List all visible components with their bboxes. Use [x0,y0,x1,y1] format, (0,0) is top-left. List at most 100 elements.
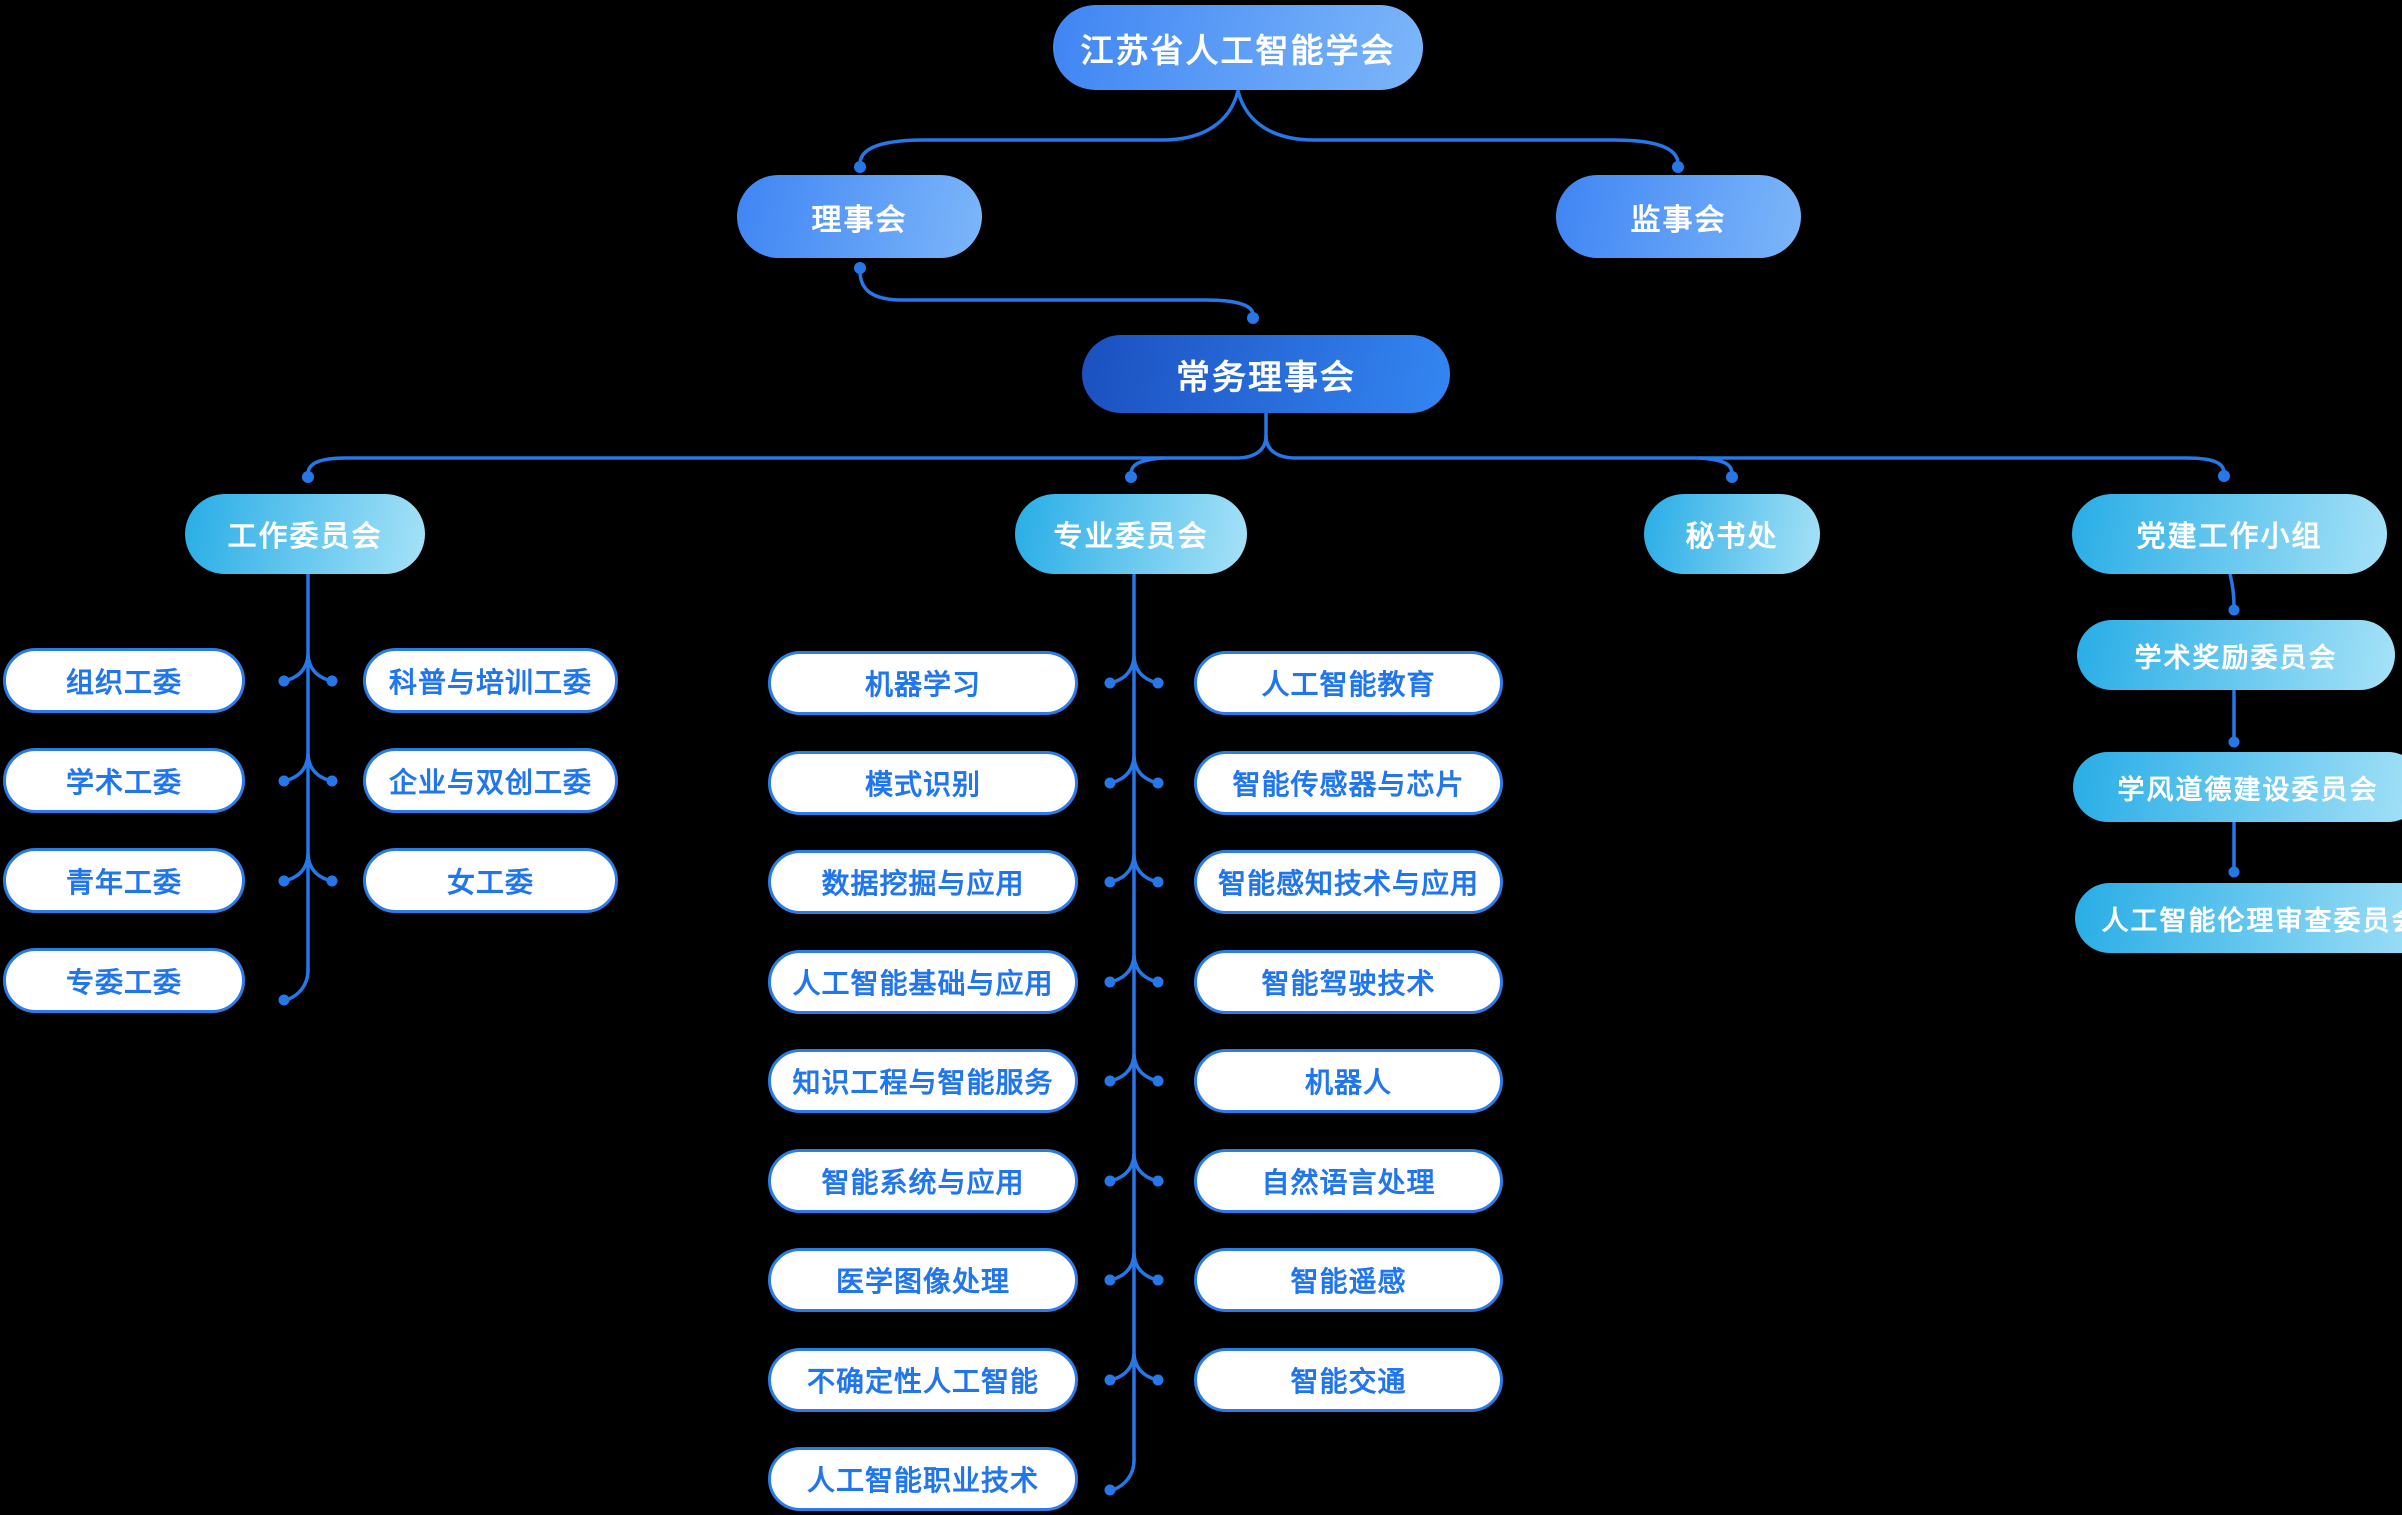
node-party-child: 学风道德建设委员会 [2073,752,2402,822]
node-secretariat: 秘书处 [1644,494,1820,574]
connector-dot [1672,161,1684,173]
node-special-child: 人工智能职业技术 [768,1447,1078,1511]
connector-line [1132,1053,1156,1082]
connector-line [1112,1352,1136,1381]
connector-dot [2228,866,2240,878]
connector-line [287,968,310,1001]
connector-dot [278,875,290,887]
connector-line [1112,854,1136,883]
connector-line [2228,572,2236,608]
connector-dot [1152,876,1164,888]
connector-dot [1104,1075,1116,1087]
connector-line [1698,456,1734,476]
connector-line [286,653,310,682]
connector-dot [326,875,338,887]
node-special-child: 人工智能基础与应用 [768,950,1078,1014]
node-special-child: 自然语言处理 [1194,1149,1503,1213]
connector-dot [1125,471,1137,483]
node-work-child: 学术工委 [3,748,245,813]
node-special-child: 机器学习 [768,651,1078,715]
connector-line [1112,1153,1136,1182]
connector-line [1112,954,1136,983]
node-work-child: 科普与培训工委 [363,648,618,713]
node-party-child: 人工智能伦理审查委员会 [2075,883,2402,953]
connector-dot [1104,677,1116,689]
connector-dot [1104,777,1116,789]
node-supervisory-board: 监事会 [1556,175,1801,258]
connector-dot [1104,876,1116,888]
connector-line [306,653,330,682]
connector-line [1132,655,1156,684]
connector-line [1129,456,1165,476]
connector-dot [1152,777,1164,789]
connector-line [1112,1252,1136,1281]
connector-line [1112,1053,1136,1082]
connector-line [306,853,330,882]
connector-dot [1247,312,1259,324]
connector-dot [1104,1484,1116,1496]
node-work-child: 专委工委 [3,948,245,1013]
connector-dot [1104,1175,1116,1187]
node-special-child: 智能感知技术与应用 [1194,850,1503,914]
connector-dot [1152,1075,1164,1087]
connector-dot [2228,736,2240,748]
connector-line [858,269,1255,317]
connector-line [1113,1458,1136,1491]
node-work-child: 青年工委 [3,848,245,913]
connector-line [286,853,310,882]
connector-line [1264,434,2226,475]
node-special-child: 不确定性人工智能 [768,1348,1078,1412]
connector-dot [1104,1374,1116,1386]
connector-dot [1104,1274,1116,1286]
node-work-committee: 工作委员会 [185,494,425,574]
connector-line [1132,755,1156,784]
node-special-child: 人工智能教育 [1194,651,1503,715]
connector-dot [1152,1274,1164,1286]
connector-line [858,89,1240,166]
node-work-child: 女工委 [363,848,618,913]
node-party-child: 学术奖励委员会 [2077,620,2395,690]
node-executive-council: 常务理事会 [1082,335,1450,413]
connector-dot [326,675,338,687]
node-special-child: 知识工程与智能服务 [768,1049,1078,1113]
connector-line [1132,1252,1156,1281]
connector-dot [278,775,290,787]
connector-dot [326,775,338,787]
connector-dot [278,994,290,1006]
node-special-child: 智能交通 [1194,1348,1503,1412]
node-special-child: 医学图像处理 [768,1248,1078,1312]
connector-line [306,412,1268,476]
connector-dot [278,675,290,687]
node-work-child: 企业与双创工委 [363,748,618,813]
node-special-child: 数据挖掘与应用 [768,850,1078,914]
connector-dot [2218,470,2230,482]
node-special-committee: 专业委员会 [1015,494,1247,574]
connector-line [1112,755,1136,784]
connector-dot [302,471,314,483]
node-special-child: 模式识别 [768,751,1078,815]
connector-dot [1152,976,1164,988]
connector-dot [2228,604,2240,616]
connector-dot [854,262,866,274]
connector-line [1132,1352,1156,1381]
connector-line [306,753,330,782]
node-council: 理事会 [737,175,982,258]
connector-line [1236,89,1680,166]
node-special-child: 智能驾驶技术 [1194,950,1503,1014]
connector-line [1132,1153,1156,1182]
node-work-child: 组织工委 [3,648,245,713]
node-special-child: 智能系统与应用 [768,1149,1078,1213]
node-root: 江苏省人工智能学会 [1053,5,1423,90]
connector-dot [854,161,866,173]
connector-line [1132,954,1156,983]
connector-dot [1152,1374,1164,1386]
connector-line [1112,655,1136,684]
node-special-child: 机器人 [1194,1049,1503,1113]
connector-dot [1104,976,1116,988]
connector-dot [1152,677,1164,689]
connector-dot [1726,471,1738,483]
connector-dot [1152,1175,1164,1187]
node-special-child: 智能遥感 [1194,1248,1503,1312]
connector-line [286,753,310,782]
